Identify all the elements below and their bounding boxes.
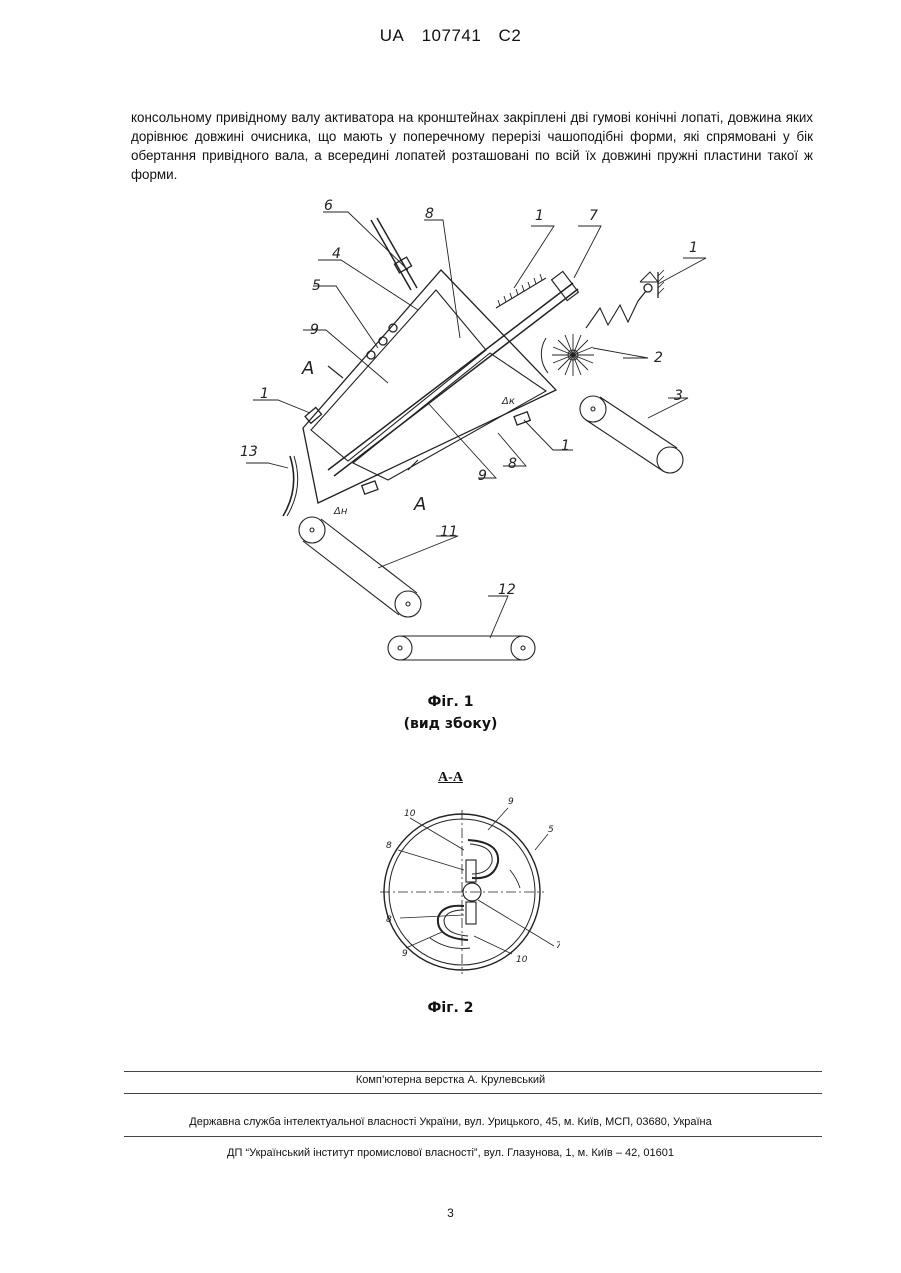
conveyor-3 [580,396,683,473]
drive-shaft [328,283,573,470]
fig1-label-13: 13 [240,444,258,460]
fig1-label-1: 1 [535,208,544,224]
bracket-lower [466,902,476,924]
fig1-gap-label: Δн [333,506,348,517]
bearing [367,351,375,359]
fig1-label-4: 4 [332,246,341,262]
fig2-label-9: 9 [508,797,514,807]
inner-panel-lower [353,353,546,480]
patent-header: UA 107741 C2 [0,26,901,46]
bracket-right [514,412,530,425]
agency-address: Державна служба інтелектуальної власност… [0,1116,901,1128]
footer-rule [124,1136,822,1137]
figure-1-caption: Фіг. 1 [0,694,901,710]
section-arrow-a-lower [408,460,418,470]
patent-kind: C2 [499,26,522,45]
fig1-label-section-a: А [413,494,426,515]
fig2-label-5: 5 [548,825,554,835]
fig1-label-9: 9 [310,322,319,338]
fig1-label-1: 1 [260,386,269,402]
fig1-gap-label: Δк [501,396,515,407]
fig1-label-1: 1 [561,438,570,454]
fig1-label-8: 8 [425,206,434,222]
figure-2-drawing: 10 9 5 8 8 7 9 10 [360,770,560,980]
fig2-label-8: 8 [386,915,392,925]
figure-2-caption: Фіг. 2 [0,1000,901,1016]
fig1-label-2: 2 [654,350,663,366]
support-pivot [644,284,652,292]
upper-brush [496,278,546,308]
fig1-label-section-a: А [301,358,314,379]
footer-rule [124,1093,822,1094]
paragraph-text: консольному привідному валу активатора н… [131,108,813,184]
page-number: 3 [0,1206,901,1220]
conveyor-11 [299,517,421,617]
fig1-label-3: 3 [674,388,683,404]
section-arrow-a-upper [328,366,343,378]
patent-number: 107741 [422,26,482,45]
figure-1-drawing: 6 8 1 7 1 4 5 9 А 2 1 3 1 13 9 8 А 11 12… [228,198,718,673]
fig1-label-5: 5 [312,278,321,294]
bracket-bottom [362,481,378,494]
conveyor-12 [388,636,535,660]
footer-rule [124,1071,822,1072]
fig1-label-12: 12 [498,582,516,598]
fig2-label-9: 9 [402,949,408,959]
fig2-label-7: 7 [556,941,560,951]
fig2-label-10: 10 [404,809,416,819]
figure-1-subcaption: (вид збоку) [0,716,901,732]
fig2-label-8: 8 [386,841,392,851]
fig2-label-10: 10 [516,955,528,965]
typesetting-credit: Комп’ютерна верстка А. Крулевський [0,1074,901,1086]
cleaner-housing [303,270,556,503]
drive-rod [371,220,411,290]
fig1-label-11: 11 [440,524,458,540]
spring [586,301,638,328]
institute-address: ДП “Український інститут промислової вла… [0,1147,901,1159]
description-paragraph: консольному привідному валу активатора н… [131,108,813,184]
fig1-label-7: 7 [589,208,598,224]
rotary-brush [552,334,594,376]
fig1-label-9: 9 [478,468,487,484]
fig1-label-6: 6 [324,198,333,214]
patent-office: UA [380,26,405,45]
fig1-label-1: 1 [689,240,698,256]
fig1-label-8: 8 [508,456,517,472]
